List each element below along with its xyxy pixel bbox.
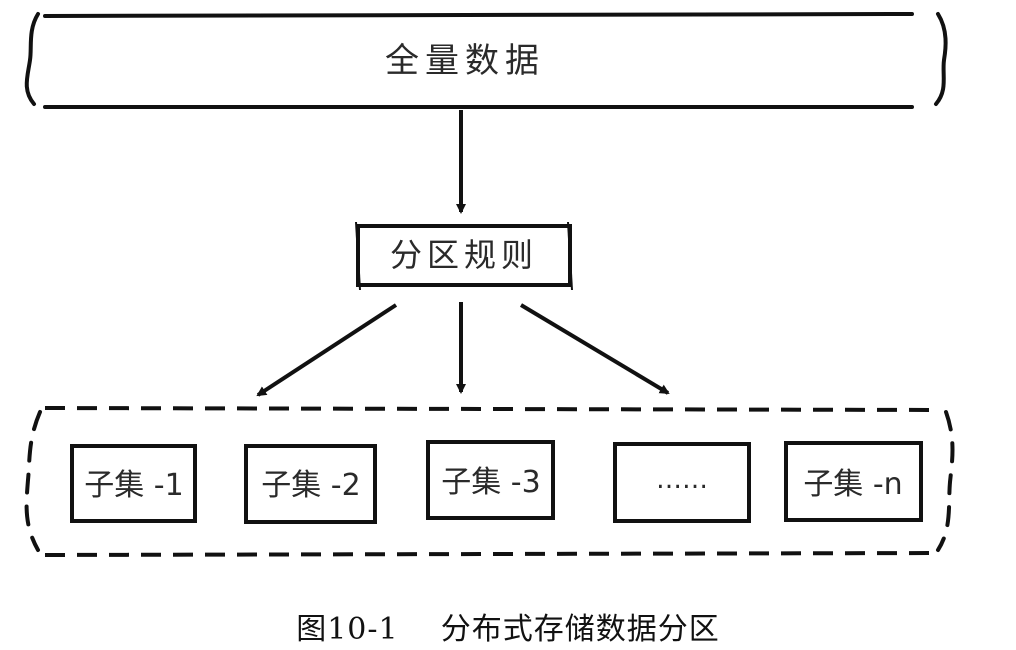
- subset-label-3: 子集 -3: [441, 465, 540, 500]
- subset-box-2: 子集 -2: [244, 444, 377, 524]
- figure-title: 分布式存储数据分区: [440, 612, 720, 647]
- container-bottom-dashed: [44, 551, 941, 557]
- subset-label-n: 子集 -n: [803, 467, 902, 502]
- subsets-container: [24, 406, 955, 557]
- subset-box-3: 子集 -3: [426, 440, 555, 520]
- full-data-left-brace: [24, 12, 40, 106]
- full-data-label: 全量数据: [385, 41, 545, 81]
- arrow-rule-to-left: [256, 303, 398, 397]
- container-top-dashed: [44, 406, 941, 412]
- full-data-top-line: [43, 12, 914, 18]
- subset-label-ellipsis: ……: [656, 465, 708, 495]
- subset-label-2: 子集 -2: [261, 468, 360, 503]
- subset-box-n: 子集 -n: [784, 441, 923, 522]
- partition-diagram: 全量数据 分区规则 子集 -1 子集 -2 子集 -3 …… 子集 -n: [24, 12, 955, 557]
- subset-box-ellipsis: ……: [613, 442, 751, 523]
- container-right-brace: [936, 410, 955, 552]
- caption-gap: [399, 612, 441, 647]
- figure-caption: 图10-1 分布式存储数据分区: [0, 604, 1016, 648]
- partition-rule-box: 分区规则: [355, 221, 573, 291]
- container-left-brace: [24, 410, 42, 552]
- subset-label-1: 子集 -1: [84, 468, 183, 503]
- subset-box-1: 子集 -1: [70, 444, 197, 523]
- arrow-rule-to-right: [519, 303, 670, 395]
- partition-rule-label: 分区规则: [390, 236, 538, 274]
- full-data-right-brace: [934, 12, 948, 106]
- figure-number: 图10-1: [296, 612, 399, 647]
- full-data-band: 全量数据: [24, 12, 948, 109]
